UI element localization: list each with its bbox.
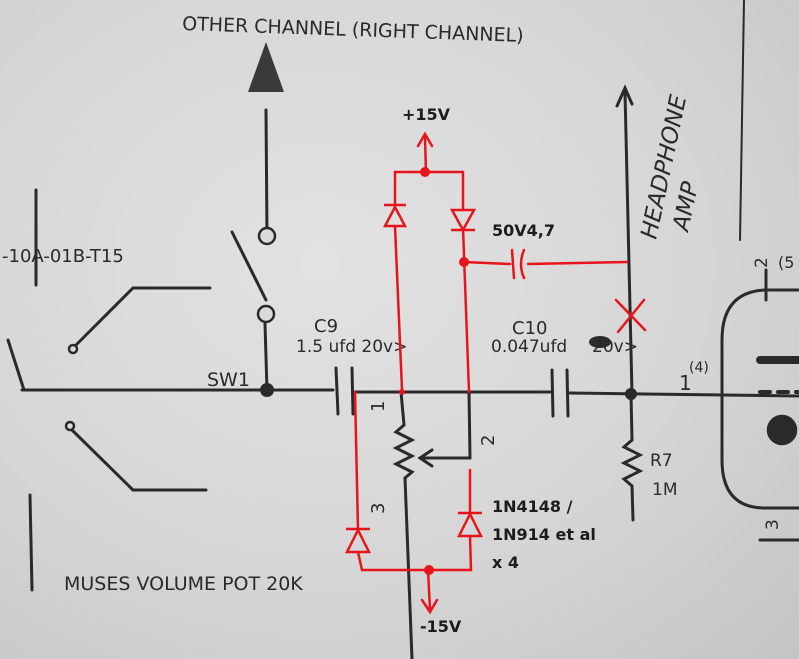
switch-terminal-lower	[64, 420, 76, 432]
pot-pin-1: 1	[368, 401, 389, 412]
junction-pot-top	[399, 389, 405, 395]
minus-rail-label: -15V	[420, 617, 462, 636]
r7-lead-top	[629, 392, 634, 442]
switch-contact-upper	[74, 286, 135, 347]
added-cap-plate-1	[510, 248, 516, 280]
junction-cap-branch	[459, 257, 469, 267]
c10-capacitor	[550, 368, 555, 418]
diode-bottom-left	[344, 527, 372, 554]
amp-label: AMP	[668, 179, 704, 235]
minus-rail-feed	[426, 568, 432, 612]
tube-cathode	[766, 414, 798, 446]
diode-top-left	[382, 203, 408, 228]
c10-value: 0.047ufd	[491, 337, 567, 357]
junction-plus-rail	[420, 167, 430, 177]
sw1-terminal-lower	[256, 304, 276, 324]
annotation-labels: +15V -15V 50V4,7 1N4148 / 1N914 et al x …	[402, 105, 596, 636]
junction-minus-rail	[424, 565, 434, 575]
diode-note-line-2: 1N914 et al	[492, 525, 596, 544]
pot-resistor	[392, 423, 416, 480]
junction-r7	[625, 388, 637, 400]
r7-resistor	[620, 438, 644, 488]
sw1-lever-lower	[263, 322, 269, 392]
other-channel-arrow	[248, 42, 284, 92]
added-cap-plate-2	[519, 248, 526, 280]
page-margin	[739, 0, 745, 241]
switch-left-bar-bottom	[28, 493, 34, 592]
diode-note-line-3: x 4	[492, 553, 519, 572]
c10-value-struck: 20v>	[592, 337, 638, 357]
switch-contact-lower	[70, 428, 135, 492]
r7-value: 1M	[652, 480, 677, 500]
tube-pin-1-sup: (4)	[689, 360, 709, 376]
signal-line-out	[568, 391, 799, 398]
cap-branch	[462, 260, 512, 266]
diode-note-line-1: 1N4148 /	[492, 497, 573, 516]
diode-bottom-right	[456, 511, 484, 538]
red-markup	[353, 131, 647, 615]
other-channel-label: OTHER CHANNEL (RIGHT CHANNEL)	[182, 13, 524, 47]
scribble-mark	[589, 336, 611, 348]
sw1-terminal-upper	[257, 226, 277, 246]
c10-name: C10	[512, 318, 547, 339]
sw1-label: SW1	[207, 369, 250, 391]
printed-labels: OTHER CHANNEL (RIGHT CHANNEL) -10A-01B-T…	[2, 13, 794, 595]
printed-schematic	[6, 0, 799, 659]
part-number-label: -10A-01B-T15	[2, 246, 124, 267]
tube-pin-3: 3	[763, 519, 783, 530]
pot-track-bottom	[403, 476, 414, 659]
pot-pin-2: 2	[478, 435, 499, 446]
sw1-lever-upper	[230, 230, 268, 302]
pot-label: MUSES VOLUME POT 20K	[64, 573, 303, 595]
pot-track-top	[399, 390, 406, 427]
junction-sw1	[260, 383, 274, 397]
headphone-amp-note: HEADPHONE AMP	[636, 92, 704, 241]
pot-pin-3: 3	[368, 503, 389, 514]
left-bottom-wire	[353, 390, 360, 532]
c9-capacitor	[334, 366, 340, 416]
switch-wire-left	[6, 338, 26, 392]
tube-pin-1: 1	[679, 371, 692, 395]
diode-top-right	[449, 208, 477, 233]
r7-name: R7	[650, 451, 673, 471]
tube-outline	[720, 288, 799, 510]
switch-terminal-upper	[67, 343, 79, 355]
plus-rail-label: +15V	[402, 105, 451, 124]
headphone-output-line	[623, 90, 634, 396]
other-channel-link	[264, 108, 269, 237]
tube-pin-2-sup: (5	[778, 253, 794, 272]
tube-pin-2: 2	[752, 257, 772, 268]
c9-value: 1.5 ufd 20v>	[296, 337, 407, 357]
c9-name: C9	[314, 316, 338, 337]
cap-note-label: 50V4,7	[492, 221, 555, 240]
